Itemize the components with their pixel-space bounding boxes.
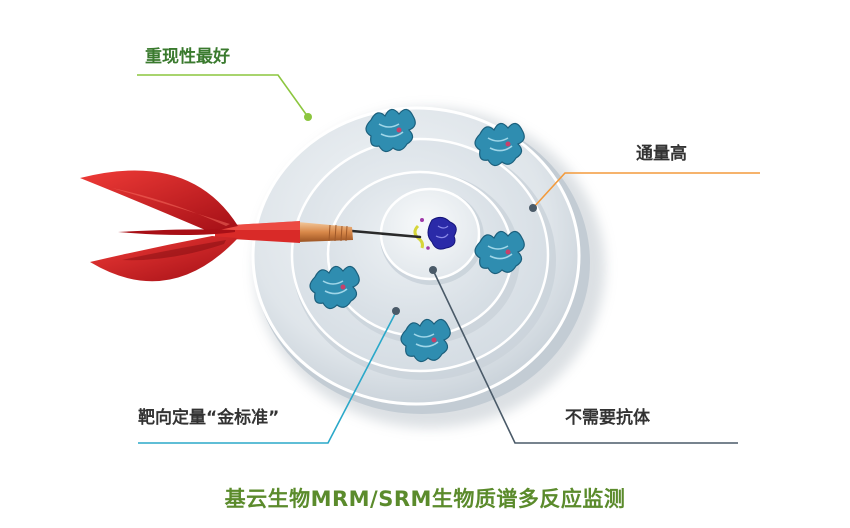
label-no-antibody: 不需要抗体 xyxy=(565,408,650,428)
callout-reproducibility xyxy=(137,74,312,121)
label-targeted-quantitation: 靶向定量“金标准” xyxy=(138,408,280,428)
callout-throughput xyxy=(529,172,760,212)
footer-title: 基云生物MRM/SRM生物质谱多反应监测 xyxy=(224,487,626,511)
callout-targeted xyxy=(138,307,400,444)
target-protein-icon xyxy=(413,216,457,250)
protein-icon xyxy=(365,108,416,153)
callout-no-antibody xyxy=(429,266,738,444)
label-throughput: 通量高 xyxy=(636,144,687,164)
label-reproducibility: 重现性最好 xyxy=(145,47,230,67)
protein-icon xyxy=(474,122,525,167)
protein-icon xyxy=(474,230,525,275)
protein-icon xyxy=(309,265,360,310)
target-board xyxy=(251,106,605,428)
dart-icon xyxy=(80,170,422,282)
protein-icon xyxy=(400,318,451,363)
